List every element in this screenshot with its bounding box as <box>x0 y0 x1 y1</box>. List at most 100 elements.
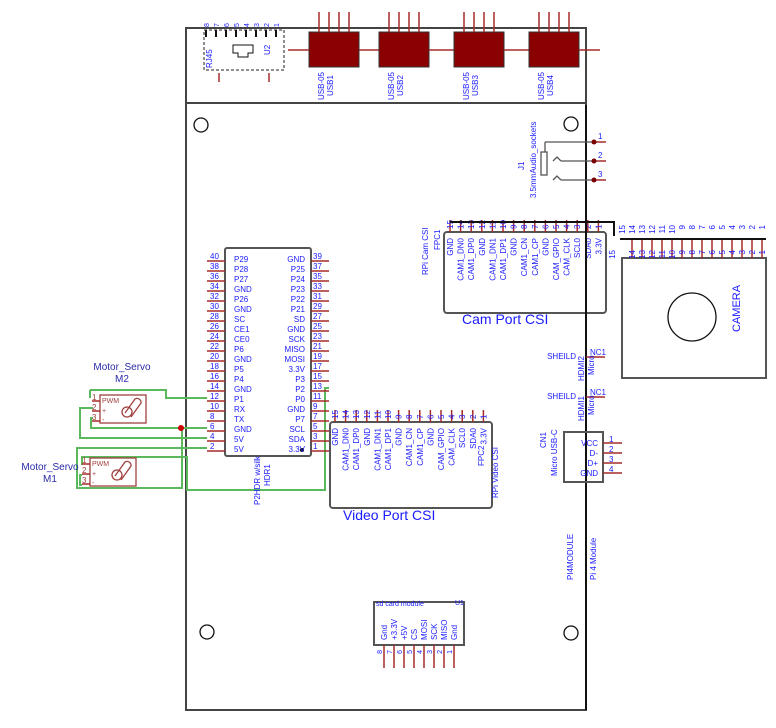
gpio-pin-number: 12 <box>210 392 219 401</box>
gpio-pin-label: 5V <box>234 445 244 454</box>
rj45-pin-number: 5 <box>234 23 241 27</box>
rj45-pin-number: 7 <box>214 23 221 27</box>
servo-name: M1 <box>43 474 57 485</box>
sd-pin-label: MISO <box>440 620 449 640</box>
junction-dot <box>178 425 184 431</box>
gpio-pin-label: GND <box>287 255 305 264</box>
gpio-pin-label: P7 <box>295 415 305 424</box>
gpio-pin-label: TX <box>234 415 245 424</box>
servo-body <box>99 394 147 424</box>
video-port-pin-label: GND <box>426 428 435 446</box>
servo-pin-number: 3 <box>92 413 97 422</box>
video-port-pin-label: CAM1_CP <box>416 428 425 466</box>
gpio-pin-label: SD <box>294 315 305 324</box>
video-port-pin-label: GND <box>331 428 340 446</box>
usb-name: USB2 <box>396 75 405 96</box>
usb-value: USB-05 <box>387 71 396 100</box>
cam-port-pin-number: 5 <box>552 224 561 229</box>
wires <box>76 387 329 491</box>
video-port-pin-number: 1 <box>479 414 488 419</box>
gpio-pin-label: SCK <box>289 335 306 344</box>
cam-port-pin-label: SDA0 <box>584 237 593 258</box>
gpio-pin-label: 5V <box>234 435 244 444</box>
cam-port-pin-number: 8 <box>520 224 529 229</box>
camera-top-number: 8 <box>688 224 697 229</box>
cam-port-pin-label: CAM1_DN1 <box>488 237 497 280</box>
cam-port-pin-number: 7 <box>531 224 540 229</box>
gpio-pin-number: 9 <box>313 402 318 411</box>
cam-port-title: Cam Port CSI <box>462 311 548 327</box>
gpio-pin-label: P28 <box>234 265 249 274</box>
usb-name: USB4 <box>546 75 555 96</box>
hdmi-name: HDMI1 <box>577 396 586 421</box>
cam-port-pin-label: GND <box>446 238 455 256</box>
video-port-pin-label: CAM1_DP1 <box>384 427 393 470</box>
camera-top-number: 14 <box>628 224 637 233</box>
usbc-pin-number: 2 <box>609 445 614 454</box>
gpio-pin-number: 10 <box>210 402 219 411</box>
camera-pin-number: 8 <box>688 249 697 254</box>
usbc-name: CN1 <box>539 431 548 448</box>
video-port-pin-number: 9 <box>395 414 404 419</box>
gpio-pin-label: P1 <box>234 395 244 404</box>
gpio-pin-label: GND <box>234 285 252 294</box>
cam-port-pin-number: 1 <box>594 224 603 229</box>
gpio-pin-number: 28 <box>210 312 219 321</box>
board-module-name: PI4MODULE <box>566 534 575 580</box>
rj45-pin-number: 8 <box>204 23 211 27</box>
audio-pin-dot <box>591 158 597 164</box>
sd-pin-number: 7 <box>387 650 394 654</box>
gpio-header-body <box>224 247 312 457</box>
cam-port-pin-number: 13 <box>467 220 476 229</box>
cam-port-pin-label: CAM_CLK <box>563 237 572 275</box>
rj45-body <box>203 29 285 71</box>
hdmi-name: HDMI2 <box>577 356 586 381</box>
gpio-pin-number: 35 <box>313 272 322 281</box>
video-port-pin-label: GND <box>363 428 372 446</box>
video-port-pin-label: CAM_CLK <box>448 427 457 465</box>
camera-top-number: 15 <box>618 224 627 233</box>
audio-pin-dot <box>591 177 597 183</box>
sd-pin-label: MOSI <box>420 620 429 640</box>
camera-top-number: 13 <box>638 224 647 233</box>
servo-pin-number: 1 <box>82 456 87 465</box>
video-port-pin-number: 6 <box>426 414 435 419</box>
servo-plus-label: + <box>92 471 96 478</box>
cam-port-pin-label: CAM_GPIO <box>552 238 561 280</box>
gpio-pin-number: 15 <box>313 372 322 381</box>
cam-port-pin-number: 10 <box>499 220 508 229</box>
camera-pin-number: 13 <box>638 249 647 258</box>
usbc-pin-number: 1 <box>609 435 614 444</box>
camera-pin-number: 15 <box>608 249 617 258</box>
camera-pin-number: 9 <box>678 249 687 254</box>
audio-name: J1 <box>517 161 526 170</box>
camera-pin-number: 4 <box>728 249 737 254</box>
rj45-jack-icon <box>232 44 254 58</box>
gpio-pin-label: P6 <box>234 345 244 354</box>
gpio-pin-number: 7 <box>313 412 318 421</box>
sd-pin-number: 3 <box>427 650 434 654</box>
usb-port-block <box>308 31 360 68</box>
gpio-pin-label: CE0 <box>234 335 250 344</box>
gpio-pin-label: GND <box>234 425 252 434</box>
sd-pin-label: +5V <box>400 625 409 640</box>
usb-value: USB-05 <box>462 71 471 100</box>
camera-pin-number: 14 <box>628 249 637 258</box>
gpio-pin-number: 34 <box>210 282 219 291</box>
cam-port-pin-label: 3.3V <box>594 237 603 254</box>
gpio-pin-number: 14 <box>210 382 219 391</box>
usbc-pin-label: VCC <box>581 439 598 448</box>
camera-lens-icon <box>667 292 717 342</box>
servo-horn-icon <box>124 397 142 418</box>
cam-port-pin-label: CAM1_CP <box>531 238 540 276</box>
video-port-pin-label: CAM1_DP0 <box>352 427 361 470</box>
video-port-pin-label: CAM1_CN <box>405 428 414 466</box>
camera-pin-number: 5 <box>718 249 727 254</box>
camera-pin-number: 10 <box>668 249 677 258</box>
usbc-pin-label: D+ <box>588 459 599 468</box>
gpio-pin-label: MISO <box>285 345 305 354</box>
gpio-pin-number: 24 <box>210 332 219 341</box>
gpio-pin-label: P22 <box>291 295 306 304</box>
servo-horn-icon <box>114 460 132 481</box>
cam-port-pin-number: 11 <box>488 220 497 229</box>
